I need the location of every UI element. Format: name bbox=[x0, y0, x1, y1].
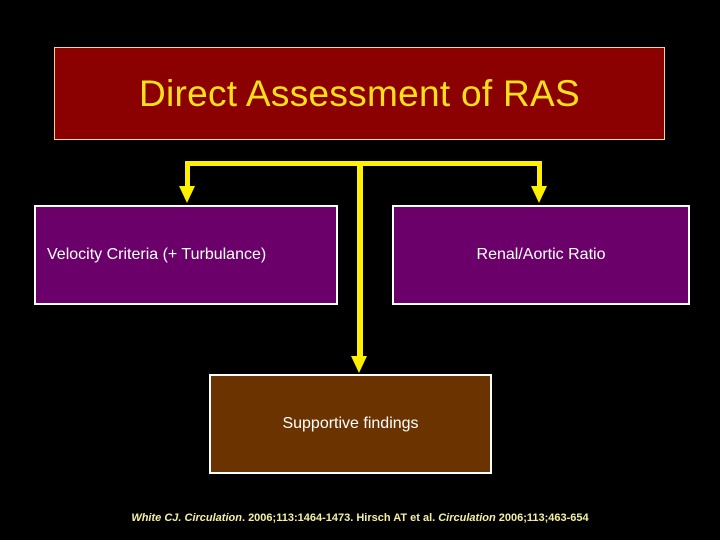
connector-center-stem bbox=[357, 161, 363, 357]
connector-left-stem bbox=[185, 161, 190, 187]
flow-box-supportive-findings: Supportive findings bbox=[209, 374, 492, 474]
arrow-down-icon-right bbox=[531, 186, 547, 203]
citation-journal-2: Circulation bbox=[438, 512, 496, 524]
flow-box-renal-aortic-ratio: Renal/Aortic Ratio bbox=[392, 205, 690, 305]
flow-box-renal-aortic-ratio-label: Renal/Aortic Ratio bbox=[476, 246, 606, 264]
slide-title-box: Direct Assessment of RAS bbox=[54, 47, 665, 140]
citation-part-1: White CJ. bbox=[131, 512, 185, 524]
citation-journal-1: Circulation bbox=[184, 512, 242, 524]
citation-part-3: 2006;113;463-654 bbox=[495, 512, 589, 524]
citation-line: White CJ. Circulation. 2006;113:1464-147… bbox=[0, 512, 720, 524]
flow-box-velocity-criteria: Velocity Criteria (+ Turbulance) bbox=[34, 205, 338, 305]
citation-part-2: . 2006;113:1464-1473. Hirsch AT et al. bbox=[241, 512, 439, 524]
flow-box-velocity-criteria-label: Velocity Criteria (+ Turbulance) bbox=[47, 246, 267, 264]
connector-horizontal-bar bbox=[185, 161, 542, 166]
page-title: Direct Assessment of RAS bbox=[138, 73, 581, 114]
arrow-down-icon-left bbox=[179, 186, 195, 203]
arrow-down-icon-center bbox=[351, 356, 367, 373]
flow-box-supportive-findings-label: Supportive findings bbox=[282, 415, 419, 433]
connector-right-stem bbox=[537, 161, 542, 187]
